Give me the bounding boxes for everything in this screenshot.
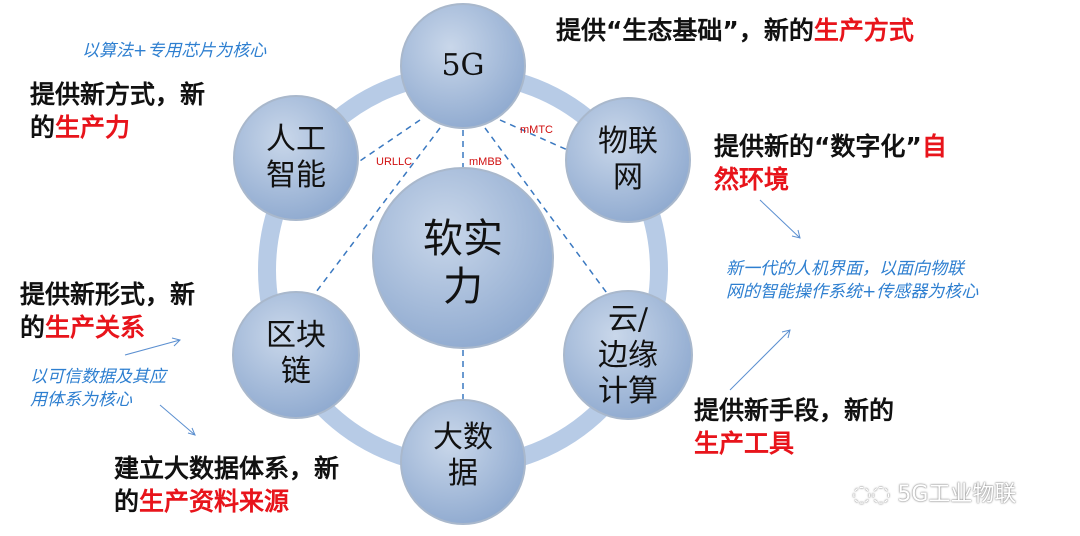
caption-text: 的 (30, 113, 56, 142)
watermark-text: 5G工业物联 (897, 482, 1017, 507)
caption-iot: 提供新的“数字化”自然环境 (714, 130, 947, 196)
node-bigdata (400, 399, 526, 525)
link-urllc: URLLC (376, 156, 413, 168)
caption-highlight: 生产方式 (813, 16, 914, 45)
node-blockchain (232, 291, 360, 419)
note-line: 用体系为核心 (30, 390, 132, 410)
caption-5g: 提供“生态基础”，新的生产方式 (556, 14, 914, 47)
blockchain-note: 以可信数据及其应用体系为核心 (30, 366, 166, 412)
caption-highlight: 自 (921, 132, 947, 161)
wechat-icon: ◌◌ (852, 482, 898, 507)
caption-cloud: 提供新手段，新的生产工具 (694, 394, 894, 460)
caption-text: 提供新方式，新 (30, 80, 206, 109)
caption-highlight: 生产工具 (694, 429, 795, 458)
note-line: 以可信数据及其应 (30, 367, 166, 387)
caption-blockchain: 提供新形式，新的生产关系 (20, 278, 195, 344)
caption-text: 提供新手段，新的 (694, 396, 895, 425)
caption-bigdata: 建立大数据体系，新的生产资料来源 (114, 452, 339, 518)
node-center (372, 167, 554, 349)
caption-text: 提供“生态基础”，新的 (556, 16, 814, 45)
node-blockchain-label: 区块 链 (266, 318, 326, 389)
arrows (124, 199, 801, 436)
caption-ai: 提供新方式，新的生产力 (30, 78, 205, 144)
watermark: ◌◌ 5G工业物联 (852, 476, 1016, 508)
node-bigdata-label: 大数 据 (433, 420, 493, 491)
center-label: 软实力 (423, 216, 503, 310)
caption-highlight: 生产力 (55, 113, 131, 142)
node-ai (233, 95, 359, 221)
caption-text: 提供新的“数字化” (714, 132, 922, 161)
caption-text: 的 (20, 313, 46, 342)
caption-highlight: 然环境 (714, 165, 790, 194)
node-cloud (563, 290, 693, 420)
node-5g (400, 3, 526, 129)
link-mmbb: mMBB (469, 156, 502, 168)
node-5g-label: 5G (441, 48, 485, 83)
node-ai-label: 人工 智能 (266, 122, 326, 193)
caption-highlight: 生产资料来源 (139, 487, 290, 516)
caption-text: 的 (114, 487, 140, 516)
node-iot (565, 97, 691, 223)
caption-text: 建立大数据体系，新 (114, 454, 340, 483)
node-cloud-label: 云/ 边缘 计算 (598, 302, 658, 409)
link-mmtc: mMTC (520, 124, 553, 136)
note-line: 网的智能操作系统+传感器为核心 (726, 282, 979, 302)
caption-highlight: 生产关系 (45, 313, 146, 342)
caption-text: 提供新形式，新 (20, 280, 196, 309)
node-iot-label: 物联 网 (598, 124, 658, 195)
iot-note: 新一代的人机界面，以面向物联网的智能操作系统+传感器为核心 (726, 258, 978, 304)
note-line: 新一代的人机界面，以面向物联 (726, 259, 964, 279)
ai-note: 以算法+专用芯片为核心 (82, 41, 267, 61)
